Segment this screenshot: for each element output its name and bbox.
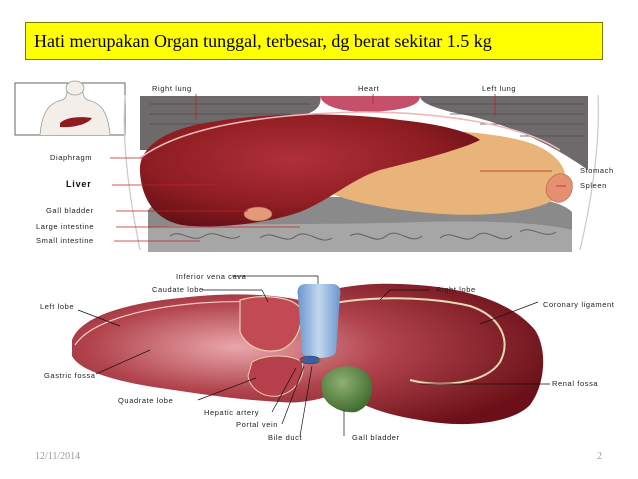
label-quadrate-lobe: Quadrate lobe (118, 396, 173, 405)
label-gastric-fossa: Gastric fossa (44, 371, 96, 380)
gall-bladder-top (243, 206, 273, 222)
label-right-lung: Right lung (152, 84, 192, 93)
label-portal-vein: Portal vein (236, 420, 278, 429)
label-left-lung: Left lung (482, 84, 516, 93)
slide-title-text: Hati merupakan Organ tunggal, terbesar, … (34, 30, 492, 51)
label-renal-fossa: Renal fossa (552, 379, 598, 388)
liver-top (139, 114, 480, 227)
label-liver: Liver (66, 179, 92, 189)
label-inferior-vena-cava: Inferior vena cava (176, 272, 247, 281)
label-heart: Heart (358, 84, 380, 93)
gall-bladder-bottom (322, 366, 372, 413)
quadrate-lobe (247, 355, 304, 397)
body-thumbnail (14, 80, 126, 136)
caudate-lobe (239, 296, 302, 352)
inferior-vena-cava (297, 284, 341, 358)
label-bile-duct: Bile duct (268, 433, 302, 442)
bottom-figure: Inferior vena cava Caudate lobe Right lo… (40, 272, 615, 442)
label-stomach: Stomach (580, 166, 614, 175)
label-hepatic-artery: Hepatic artery (204, 408, 259, 417)
spleen (545, 173, 573, 203)
label-gall-bladder-bottom: Gall bladder (352, 433, 400, 442)
label-left-lobe: Left lobe (40, 302, 74, 311)
slide-date: 12/11/2014 (35, 451, 81, 462)
label-spleen: Spleen (580, 181, 607, 190)
slide-page-number: 2 (597, 451, 602, 462)
label-small-intestine: Small intestine (36, 236, 94, 245)
label-large-intestine: Large intestine (36, 222, 94, 231)
left-lung (420, 96, 588, 170)
label-coronary-ligament: Coronary ligament (543, 300, 615, 309)
label-right-lobe: Right lobe (436, 285, 476, 294)
top-figure: Right lung Heart Left lung Diaphragm Liv… (14, 80, 614, 252)
label-diaphragm: Diaphragm (50, 153, 92, 162)
label-coronary-ligament-text: Coronary ligament (543, 300, 615, 309)
heart (320, 96, 420, 112)
label-caudate-lobe: Caudate lobe (152, 285, 204, 294)
slide-title: Hati merupakan Organ tunggal, terbesar, … (25, 22, 603, 60)
label-gall-bladder-top: Gall bladder (46, 206, 94, 215)
